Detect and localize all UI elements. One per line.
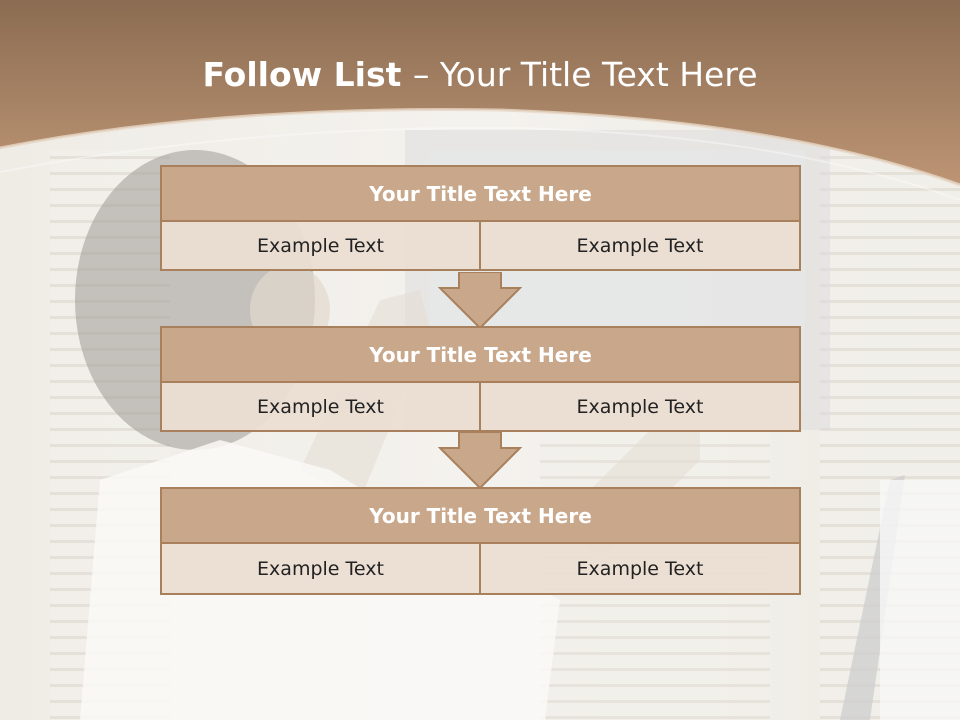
list-block: Your Title Text Here Example Text Exampl… — [160, 165, 801, 271]
list-block: Your Title Text Here Example Text Exampl… — [160, 326, 801, 432]
block-title: Your Title Text Here — [160, 165, 801, 222]
block-cell-right: Example Text — [479, 381, 801, 432]
title-bold: Follow List — [202, 55, 413, 94]
header-band — [0, 0, 960, 200]
down-arrow-icon — [438, 432, 522, 490]
block-cell-left: Example Text — [160, 220, 481, 271]
block-title: Your Title Text Here — [160, 326, 801, 383]
block-cell-left: Example Text — [160, 542, 481, 595]
list-block: Your Title Text Here Example Text Exampl… — [160, 487, 801, 595]
block-cell-right: Example Text — [479, 220, 801, 271]
block-cell-left: Example Text — [160, 381, 481, 432]
block-title: Your Title Text Here — [160, 487, 801, 544]
title-rest: – Your Title Text Here — [412, 55, 758, 94]
block-cell-right: Example Text — [479, 542, 801, 595]
down-arrow-icon — [438, 272, 522, 330]
slide-title: Follow List – Your Title Text Here — [0, 52, 960, 98]
